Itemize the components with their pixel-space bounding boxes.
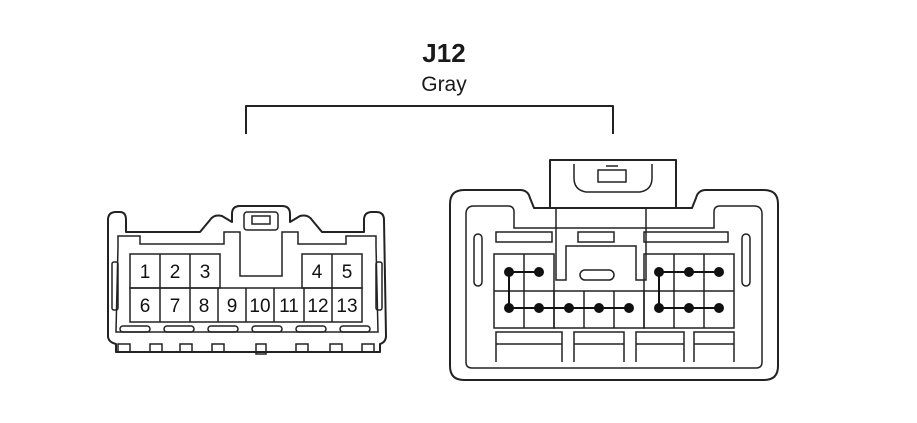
cavity-grid: [129, 253, 363, 323]
pin-number: 4: [312, 262, 323, 283]
bottom-feet: [117, 343, 375, 355]
pin-number: 10: [249, 296, 270, 317]
lock-button: [597, 169, 627, 183]
pin-number: 3: [200, 262, 211, 283]
lock-hood: [549, 159, 677, 208]
housing-side-slot-left: [473, 233, 483, 287]
bottom-slots: [119, 325, 371, 333]
right-housing-outline: [449, 189, 779, 381]
center-slot: [579, 269, 615, 281]
left-inner-body: [115, 231, 379, 333]
top-ledge-left: [495, 231, 553, 243]
housing-cavity-grid: [493, 253, 735, 329]
left-side-slot: [111, 261, 119, 311]
pin-number: 2: [170, 262, 181, 283]
top-ledge-right: [643, 231, 729, 243]
connector-terminal-view: 1 2 3 4 5 6 7 8 9 10 11 12 13: [107, 205, 387, 355]
connector-name: J12: [422, 38, 465, 68]
pin-number: 6: [140, 296, 151, 317]
right-side-slot: [375, 261, 383, 311]
pin-number: 11: [279, 296, 299, 317]
lock-tab-window: [251, 215, 271, 225]
center-divider: [555, 208, 647, 281]
right-inner-wall: [465, 205, 763, 369]
lock-tab: [243, 211, 279, 231]
pin-number: 8: [199, 296, 210, 317]
pin-number: 12: [307, 296, 328, 317]
lock-hood-inner: [573, 164, 653, 193]
pin-number: 1: [140, 262, 151, 283]
housing-side-slot-right: [741, 233, 751, 287]
shorting-bars: [504, 267, 724, 313]
pin-number: 7: [170, 296, 181, 317]
top-ledge-center: [577, 231, 615, 243]
pin-number: 13: [336, 296, 357, 317]
pin-number: 5: [342, 262, 353, 283]
bottom-pockets: [495, 331, 735, 362]
connector-bracket: [245, 105, 614, 134]
pin-number: 9: [227, 296, 238, 317]
connector-housing-view: [449, 159, 779, 381]
connector-color: Gray: [421, 73, 467, 96]
left-housing-outline: [107, 205, 387, 353]
